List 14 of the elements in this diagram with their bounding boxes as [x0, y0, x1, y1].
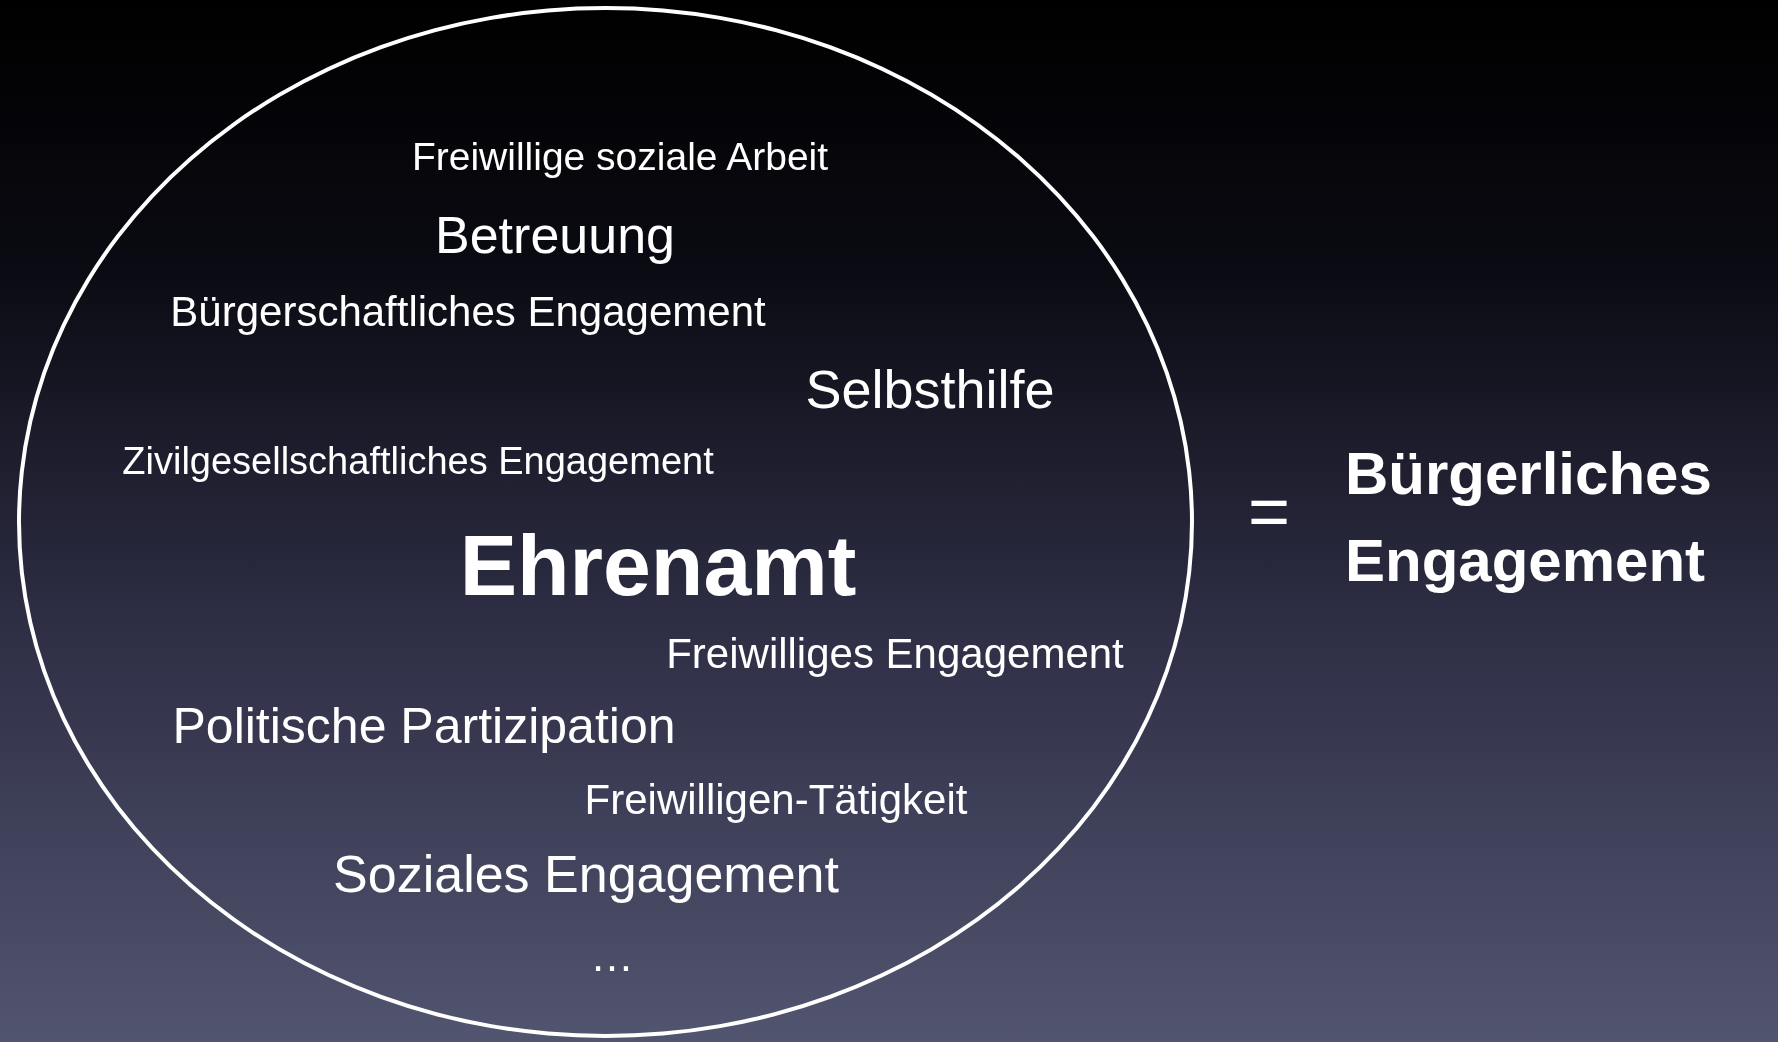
term-text: Freiwillige soziale Arbeit — [411, 135, 829, 179]
term-text: Politische Partizipation — [172, 698, 676, 754]
term-text: Freiwilliges Engagement — [666, 630, 1124, 678]
main-term-text: Ehrenamt — [459, 517, 857, 613]
result-text: Bürgerliches Engagement — [1345, 439, 1713, 596]
equals-sign: = — [1248, 470, 1291, 552]
term-text: Bürgerschaftliches Engagement — [170, 288, 766, 336]
term-text: … — [590, 931, 634, 981]
ellipse — [17, 6, 1194, 1038]
term-text: Selbsthilfe — [805, 360, 1055, 420]
term-text: Soziales Engagement — [333, 846, 839, 904]
term-text: Betreuung — [435, 207, 675, 265]
term-text: Zivilgesellschaftliches Engagement — [122, 441, 714, 483]
term-text: Freiwilligen-Tätigkeit — [584, 776, 968, 824]
